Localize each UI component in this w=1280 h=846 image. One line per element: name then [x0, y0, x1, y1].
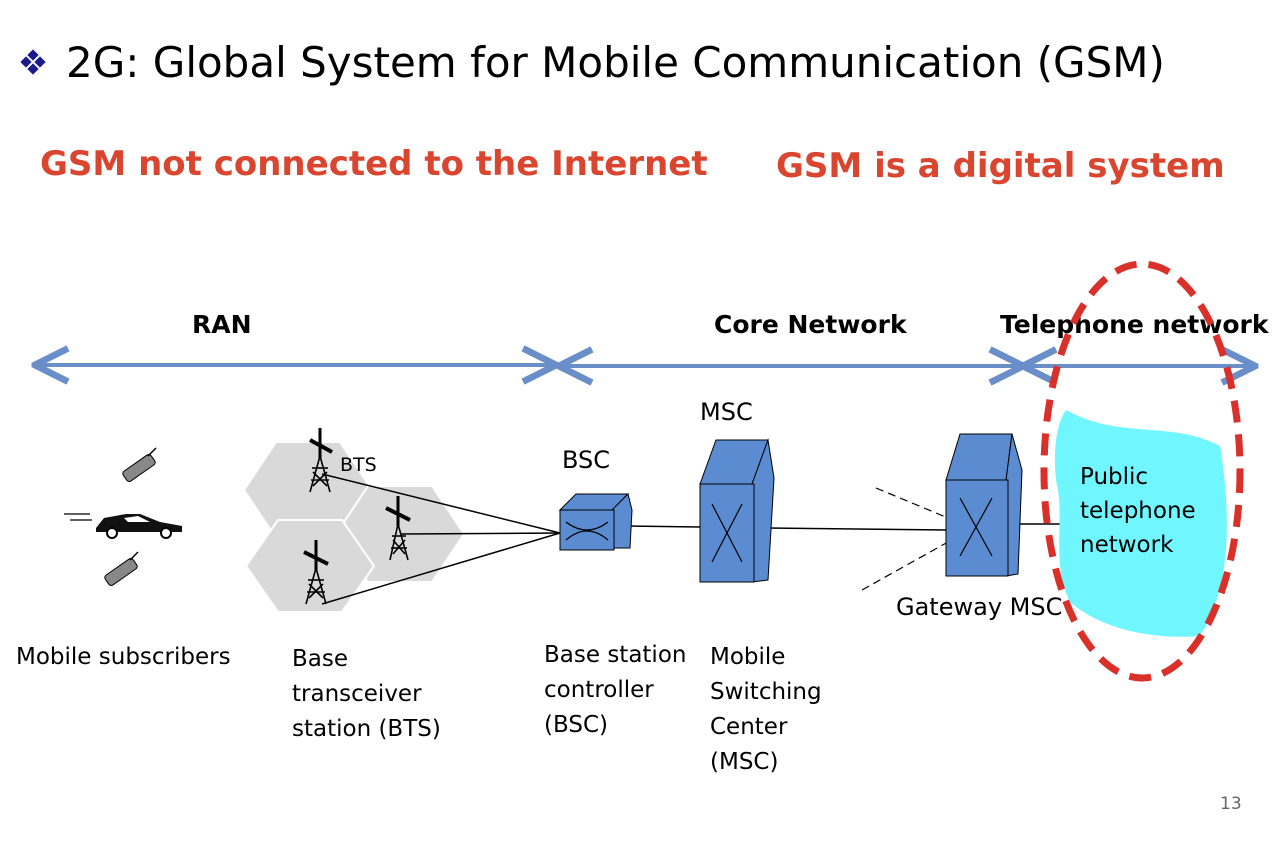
- section-label-ran: RAN: [192, 310, 252, 339]
- caption-line: controller: [544, 677, 654, 703]
- pstn-label-line: network: [1080, 532, 1174, 558]
- section-label-telephone-network: Telephone network: [1000, 310, 1269, 339]
- caption-line: Mobile: [710, 644, 786, 670]
- bsc-switch-icon: [558, 493, 633, 551]
- telephone-network-highlight: [1040, 260, 1244, 682]
- car-icon: [64, 513, 182, 539]
- msc-label: MSC: [700, 398, 753, 426]
- caption-mobile-subscribers: Mobile subscribers: [16, 644, 231, 670]
- gateway-dashed-link: [861, 541, 949, 591]
- bts-tower-icon: [309, 428, 333, 493]
- bts-tower-icon: [385, 496, 411, 561]
- title-row: 2G: Global System for Mobile Communicati…: [18, 34, 1165, 90]
- caption-line: Base: [292, 646, 349, 672]
- msc-switch-icon: [699, 438, 775, 583]
- caption-line: Base station: [544, 642, 687, 668]
- cell-hexagon: [244, 519, 376, 613]
- diamond-bullet-icon: [20, 49, 46, 75]
- slide-title: 2G: Global System for Mobile Communicati…: [66, 37, 1165, 87]
- gateway-msc-switch-icon: [945, 433, 1023, 577]
- caption-line: station (BTS): [292, 716, 441, 742]
- caption-bts: Base transceiver station (BTS): [292, 642, 441, 747]
- bts-tower-icon: [303, 540, 329, 605]
- bts-label: BTS: [340, 454, 377, 476]
- caption-line: (BSC): [544, 712, 608, 738]
- mobile-phone-icon: [122, 447, 157, 482]
- caption-line: Switching: [710, 679, 822, 705]
- bsc-label: BSC: [562, 446, 611, 474]
- caption-bsc: Base station controller (BSC): [544, 638, 686, 743]
- gateway-dashed-link: [875, 487, 949, 519]
- section-label-core-network: Core Network: [714, 310, 907, 339]
- caption-msc: Mobile Switching Center (MSC): [710, 640, 822, 780]
- caption-line: (MSC): [710, 749, 779, 775]
- headline-not-internet: GSM not connected to the Internet: [40, 144, 708, 184]
- gateway-msc-label: Gateway MSC: [896, 593, 1063, 621]
- pstn-label-line: Public: [1080, 464, 1149, 490]
- caption-line: transceiver: [292, 681, 422, 707]
- page-number: 13: [1220, 794, 1242, 814]
- pstn-label: Public telephone network: [1080, 460, 1196, 562]
- bts-bsc-links: [321, 473, 1062, 605]
- mobile-phone-icon: [104, 551, 139, 586]
- pstn-label-line: telephone: [1080, 498, 1196, 524]
- headline-digital-system: GSM is a digital system: [776, 146, 1225, 186]
- caption-line: Center: [710, 714, 788, 740]
- public-telephone-network-cloud: [1054, 410, 1227, 637]
